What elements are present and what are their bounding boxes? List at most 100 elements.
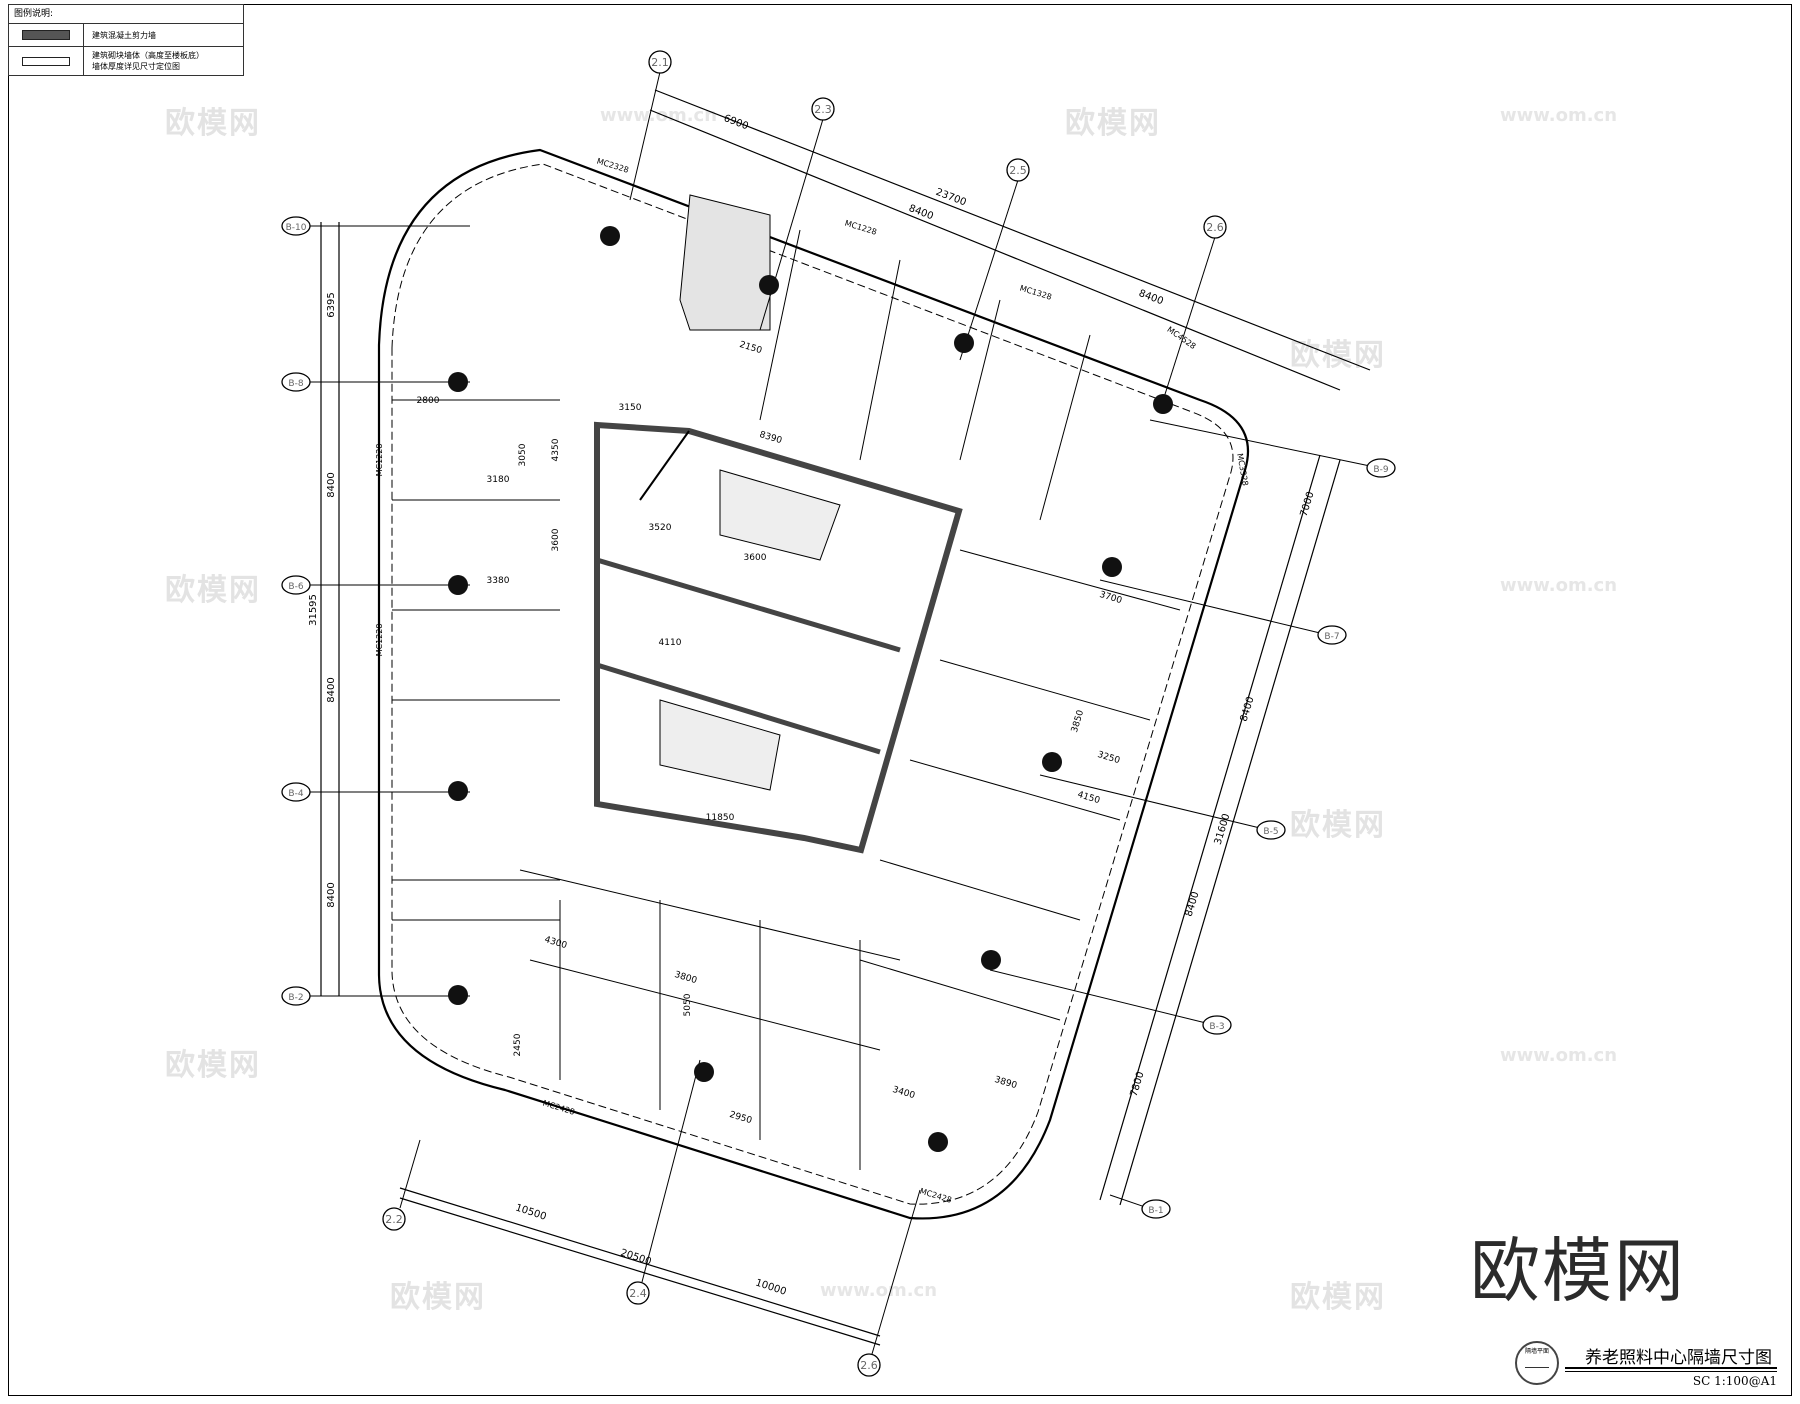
watermark-url: www.om.cn: [1500, 1045, 1618, 1066]
title-underline: [1565, 1367, 1777, 1372]
dimension-label: 6395: [326, 292, 337, 317]
column: [448, 985, 468, 1005]
dimension-label: 3400: [891, 1085, 916, 1101]
columns: [448, 226, 1173, 1152]
drawing-title: 养老照料中心隔墙尺寸图: [1585, 1348, 1772, 1368]
dimension-label: 8400: [326, 472, 337, 497]
axis-bubble-top: 2.6: [1203, 215, 1227, 239]
column: [1102, 557, 1122, 577]
axis-bubble-left: B-8: [281, 372, 311, 392]
watermark: 欧模网: [165, 106, 261, 141]
block-wall-swatch: [22, 56, 70, 66]
watermark: 欧模网: [1290, 808, 1386, 843]
column: [448, 575, 468, 595]
dimension-label: 4150: [1076, 790, 1101, 806]
svg-text:2.6: 2.6: [1206, 221, 1224, 234]
building-outline-inner: [391, 163, 1234, 1205]
column: [694, 1062, 714, 1082]
axis-bubble-left: B-4: [281, 782, 311, 802]
legend-title: 图例说明:: [9, 5, 243, 24]
legend-label: 建筑混凝土剪力墙: [92, 30, 156, 40]
axis-bubble-right: B-7: [1317, 625, 1347, 645]
drawing-seal: 隔墙平面: [1515, 1341, 1559, 1385]
axis-bubble-left: B-10: [281, 216, 311, 236]
axis-bubble-right: B-3: [1202, 1015, 1232, 1035]
column: [759, 275, 779, 295]
dimension-label: 8400: [1137, 288, 1165, 307]
svg-text:2.2: 2.2: [385, 1213, 403, 1226]
stair: [719, 469, 841, 561]
dimension-label: 5050: [683, 993, 693, 1016]
svg-text:B-2: B-2: [288, 993, 303, 1003]
legend-label: 建筑砌块墙体（高度至楼板底）: [92, 51, 204, 60]
axis-bubble-bottom: 2.2: [382, 1207, 406, 1231]
dimension-label: 2450: [513, 1033, 523, 1056]
door-label: MC4528: [1165, 325, 1197, 351]
axis-bubble-top: 2.5: [1006, 158, 1030, 182]
axis-bubble-right: B-1: [1141, 1199, 1171, 1219]
axis-bubble-right: B-9: [1366, 458, 1396, 478]
dimension-label: 3600: [551, 528, 561, 551]
svg-text:2.6: 2.6: [860, 1359, 878, 1372]
watermark: 欧模网: [1065, 106, 1161, 141]
dimension-label: 3050: [518, 443, 528, 466]
watermark-url: www.om.cn: [820, 1280, 938, 1301]
door-label: MC2428: [542, 1099, 576, 1117]
dimension-label: 3600: [744, 553, 767, 563]
dimension-label: 3380: [487, 576, 510, 586]
dimension-label: 8390: [758, 430, 783, 446]
dimension-label: 8400: [326, 677, 337, 702]
legend-note: 墙体厚度详见尺寸定位图: [92, 62, 180, 71]
axis-bubble-top: 2.3: [811, 97, 835, 121]
column: [981, 950, 1001, 970]
door-label: MC1228: [375, 624, 384, 657]
dimension-label: 3890: [993, 1075, 1018, 1091]
column: [954, 333, 974, 353]
watermark: 欧模网: [165, 1048, 261, 1083]
svg-text:2.3: 2.3: [814, 103, 832, 116]
title-block: 隔墙平面 养老照料中心隔墙尺寸图 SC 1:100@A1: [1515, 1335, 1785, 1395]
svg-text:2.1: 2.1: [651, 56, 669, 69]
legend: 图例说明: 建筑混凝土剪力墙 建筑砌块墙体（高度至楼板底） 墙体厚度详见尺寸定位图: [8, 4, 244, 76]
dimension-label: 3180: [487, 475, 510, 485]
svg-text:B-8: B-8: [288, 379, 303, 389]
door-label: MC2428: [919, 1187, 953, 1205]
dimension-label: 8400: [326, 882, 337, 907]
axis-bubble-top: 2.1: [648, 50, 672, 74]
dimension-label: 3700: [1098, 590, 1123, 606]
stair: [659, 699, 781, 791]
column: [1042, 752, 1062, 772]
dimension-label: 8400: [1239, 695, 1257, 723]
dimension-label: 6900: [722, 113, 750, 132]
dimension-label: 10000: [754, 1277, 788, 1297]
column: [448, 781, 468, 801]
svg-text:2.4: 2.4: [629, 1287, 647, 1300]
drawing-frame: [8, 4, 1792, 1396]
axis-bubble-right: B-5: [1256, 820, 1286, 840]
column: [600, 226, 620, 246]
column: [928, 1132, 948, 1152]
svg-text:B-5: B-5: [1263, 827, 1278, 837]
dimension-label: 3150: [619, 403, 642, 413]
svg-text:B-6: B-6: [288, 582, 303, 592]
svg-text:B-7: B-7: [1324, 632, 1339, 642]
svg-text:B-1: B-1: [1148, 1206, 1163, 1216]
axis-bubble-bottom: 2.4: [626, 1281, 650, 1305]
dimension-label: 10500: [514, 1202, 548, 1222]
hatched-room: [679, 194, 771, 331]
dimension-label: 7800: [1129, 1070, 1147, 1098]
dimension-label: 2150: [738, 340, 763, 356]
svg-text:2.5: 2.5: [1009, 164, 1027, 177]
drawing-scale: SC 1:100@A1: [1692, 1374, 1777, 1388]
axis-bubble-left: B-2: [281, 986, 311, 1006]
building-outline: [377, 148, 1250, 1220]
dimension-label: 20500: [619, 1247, 653, 1267]
door-label: MC1228: [375, 444, 384, 477]
dimension-label: 2800: [417, 396, 440, 406]
axis-bubble-left: B-6: [281, 575, 311, 595]
dimension-label: 3800: [673, 970, 698, 986]
axis-bubble-bottom: 2.6: [857, 1353, 881, 1377]
dimension-label: 4110: [659, 638, 682, 648]
watermark-url: www.om.cn: [600, 105, 718, 126]
